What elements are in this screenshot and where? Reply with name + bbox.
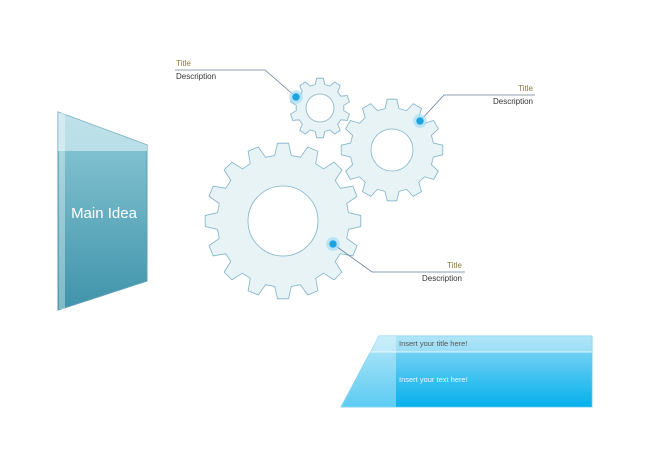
text-box-shape[interactable] bbox=[340, 335, 593, 408]
callout-1-description: Description bbox=[176, 72, 217, 81]
callout-1-title: Title bbox=[176, 59, 191, 68]
connector-dots bbox=[289, 90, 427, 251]
gear-medium-icon bbox=[340, 98, 444, 202]
gear-large-icon bbox=[204, 142, 362, 300]
textbox-text[interactable]: Insert your text here! bbox=[399, 375, 468, 384]
connector-lines bbox=[175, 69, 535, 273]
main-idea-shape[interactable] bbox=[57, 111, 148, 311]
callout-3-description: Description bbox=[421, 274, 462, 283]
callout-2-title: Title bbox=[518, 84, 533, 93]
gear-small-icon bbox=[290, 77, 350, 139]
callout-2-description: Description bbox=[492, 97, 533, 106]
textbox-title[interactable]: Insert your title here! bbox=[399, 339, 468, 348]
callout-3-title: Title bbox=[447, 261, 462, 270]
main-idea-label: Main Idea bbox=[71, 205, 137, 222]
